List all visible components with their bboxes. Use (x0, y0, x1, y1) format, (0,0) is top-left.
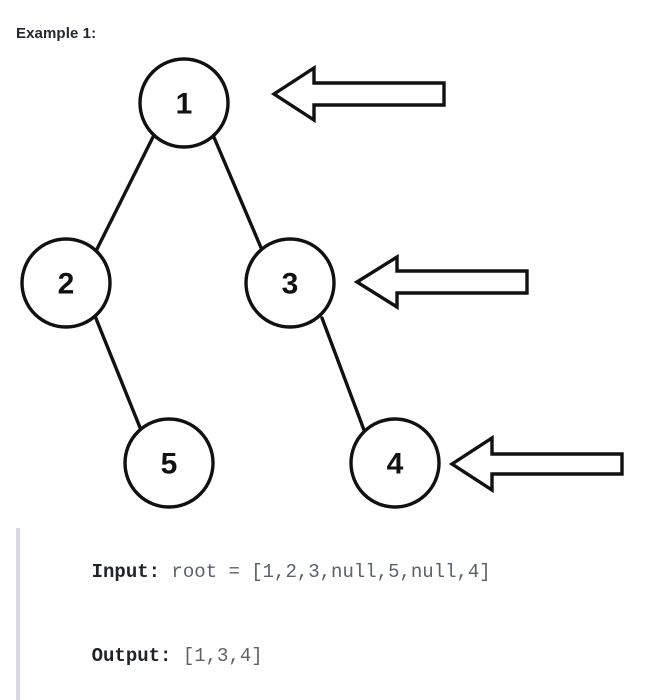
pointer-arrows-group (270, 64, 624, 494)
tree-node-label-1: 1 (176, 88, 193, 121)
tree-edge-n1-n2 (94, 133, 156, 253)
arrow-node-4-icon (448, 434, 624, 494)
input-label: Input: (91, 561, 161, 583)
arrow-node-3-icon (353, 253, 529, 311)
tree-node-label-5: 5 (161, 448, 178, 481)
example-code-block: Input: root = [1,2,3,null,5,null,4] Outp… (16, 528, 631, 700)
tree-node-circle-4 (349, 417, 441, 509)
tree-edge-n2-n5 (93, 314, 143, 432)
tree-node-circle-5 (123, 417, 215, 509)
binary-tree-diagram: 1 2 3 5 4 (0, 40, 647, 510)
arrow-node-1-icon (270, 64, 446, 124)
tree-edge-n1-n3 (211, 133, 264, 252)
output-label: Output: (91, 645, 172, 667)
tree-node-circle-1 (138, 57, 230, 149)
tree-svg: 1 2 3 5 4 (20, 57, 624, 509)
tree-node-1: 1 (138, 57, 230, 149)
tree-nodes-group: 1 2 3 5 4 (20, 57, 441, 509)
tree-edges-group (93, 133, 366, 432)
code-line-input: Input: root = [1,2,3,null,5,null,4] (46, 530, 631, 614)
example-heading: Example 1: (16, 25, 97, 43)
tree-node-4: 4 (349, 417, 441, 509)
tree-node-label-4: 4 (387, 448, 404, 481)
tree-node-label-3: 3 (282, 268, 299, 301)
tree-node-3: 3 (244, 237, 336, 329)
tree-node-label-2: 2 (58, 268, 75, 301)
input-value: root = [1,2,3,null,5,null,4] (160, 561, 491, 583)
output-value: [1,3,4] (171, 645, 263, 667)
code-line-output: Output: [1,3,4] (46, 614, 631, 698)
tree-node-2: 2 (20, 237, 112, 329)
tree-node-5: 5 (123, 417, 215, 509)
tree-node-circle-2 (20, 237, 112, 329)
tree-edge-n3-n4 (320, 316, 366, 432)
tree-node-circle-3 (244, 237, 336, 329)
